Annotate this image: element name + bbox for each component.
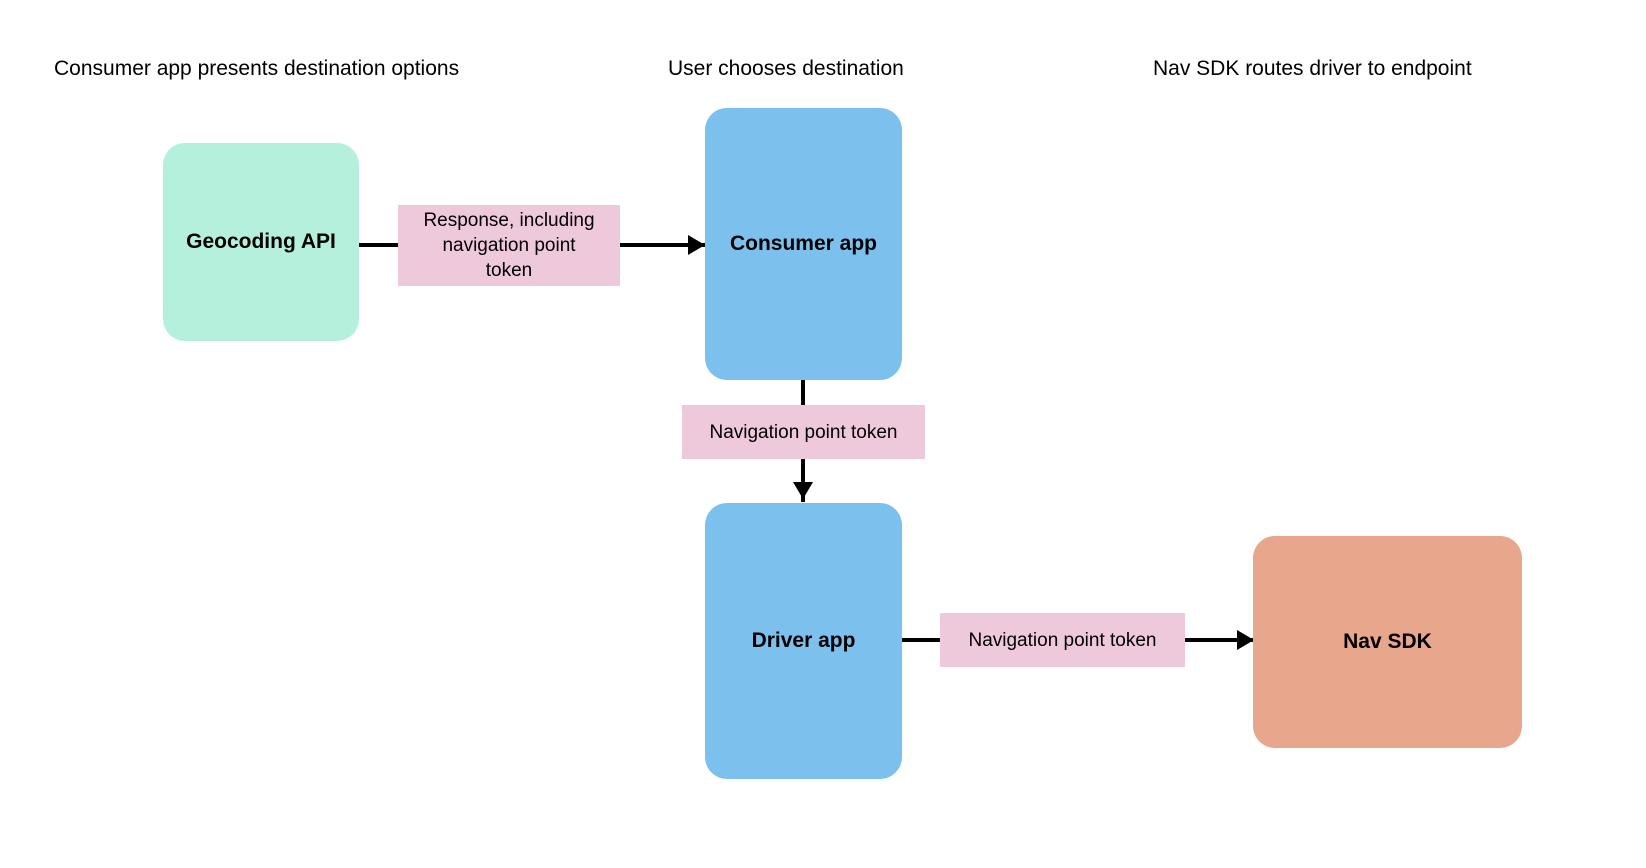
arrow-head-icon-driver-to-navsdk: [1237, 630, 1254, 650]
edge-label-text-navtoken-mid: Navigation point token: [709, 421, 898, 443]
node-label-consumer-app: Consumer app: [729, 232, 878, 255]
edge-label-text-response: Response, including navigation point tok…: [423, 210, 595, 281]
node-label-nav-sdk: Nav SDK: [1343, 630, 1432, 653]
edge-label-text-navtoken-bottom: Navigation point token: [968, 629, 1157, 651]
node-geocoding-api[interactable]: Geocoding API: [163, 143, 359, 341]
node-label-driver-app: Driver app: [751, 629, 856, 652]
column-header-user-chooses: User chooses destination: [668, 57, 904, 80]
edge-label-driver-to-navsdk: Navigation point token: [940, 613, 1185, 667]
edge-label-geocoding-to-consumer: Response, including navigation point tok…: [398, 205, 620, 286]
arrow-head-icon-geocoding-to-consumer: [688, 235, 705, 255]
node-consumer-app[interactable]: Consumer app: [705, 108, 902, 380]
node-label-geocoding-api: Geocoding API: [186, 230, 336, 253]
node-nav-sdk[interactable]: Nav SDK: [1253, 536, 1522, 748]
edge-label-consumer-to-driver: Navigation point token: [682, 405, 925, 459]
node-driver-app[interactable]: Driver app: [705, 503, 902, 779]
column-header-navsdk-routes: Nav SDK routes driver to endpoint: [1153, 57, 1472, 80]
column-header-consumer-options: Consumer app presents destination option…: [54, 57, 460, 80]
arrow-head-icon-consumer-to-driver: [793, 482, 813, 499]
